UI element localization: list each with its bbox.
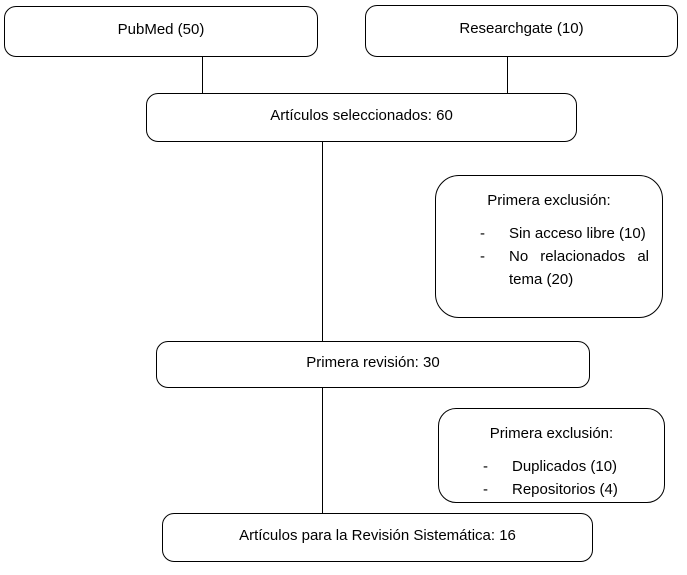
bullet-dash: - [483, 481, 488, 498]
list-item: - No relacionados al tema (20) [436, 245, 662, 291]
bullet-dash: - [480, 225, 485, 242]
list-item-text: No relacionados al tema (20) [509, 248, 649, 288]
connector-first-review-to-final [321, 387, 323, 514]
list-item-text: Repositorios (4) [512, 481, 618, 498]
list-item: - Repositorios (4) [439, 478, 664, 501]
node-second-exclusion: Primera exclusión: - Duplicados (10) - R… [438, 408, 665, 503]
list-item-text: Duplicados (10) [512, 458, 618, 475]
list-item: - Duplicados (10) [439, 455, 664, 478]
node-articles-selected: Artículos seleccionados: 60 [146, 93, 577, 142]
node-final-articles-label: Artículos para la Revisión Sistemática: … [239, 526, 516, 544]
node-first-review-label: Primera revisión: 30 [306, 353, 440, 371]
bullet-dash: - [480, 248, 485, 265]
node-articles-selected-label: Artículos seleccionados: 60 [270, 106, 453, 124]
first-exclusion-list: - Sin acceso libre (10) - No relacionado… [436, 222, 662, 291]
list-item: - Sin acceso libre (10) [436, 222, 662, 245]
list-item-text: Sin acceso libre (10) [509, 225, 646, 242]
node-pubmed-label: PubMed (50) [117, 20, 205, 38]
connector-researchgate-to-selected [506, 56, 508, 94]
node-first-exclusion: Primera exclusión: - Sin acceso libre (1… [435, 175, 663, 318]
node-final-articles: Artículos para la Revisión Sistemática: … [162, 513, 593, 562]
node-researchgate-label: Researchgate (10) [459, 20, 584, 37]
connector-selected-to-first-review [321, 141, 323, 342]
second-exclusion-title: Primera exclusión: [489, 425, 614, 442]
first-exclusion-title: Primera exclusión: [487, 192, 611, 209]
connector-pubmed-to-selected [201, 56, 203, 94]
node-first-review: Primera revisión: 30 [156, 341, 590, 388]
node-pubmed: PubMed (50) [4, 6, 318, 57]
bullet-dash: - [483, 458, 488, 475]
second-exclusion-list: - Duplicados (10) - Repositorios (4) [439, 455, 664, 501]
node-researchgate: Researchgate (10) [365, 5, 678, 57]
